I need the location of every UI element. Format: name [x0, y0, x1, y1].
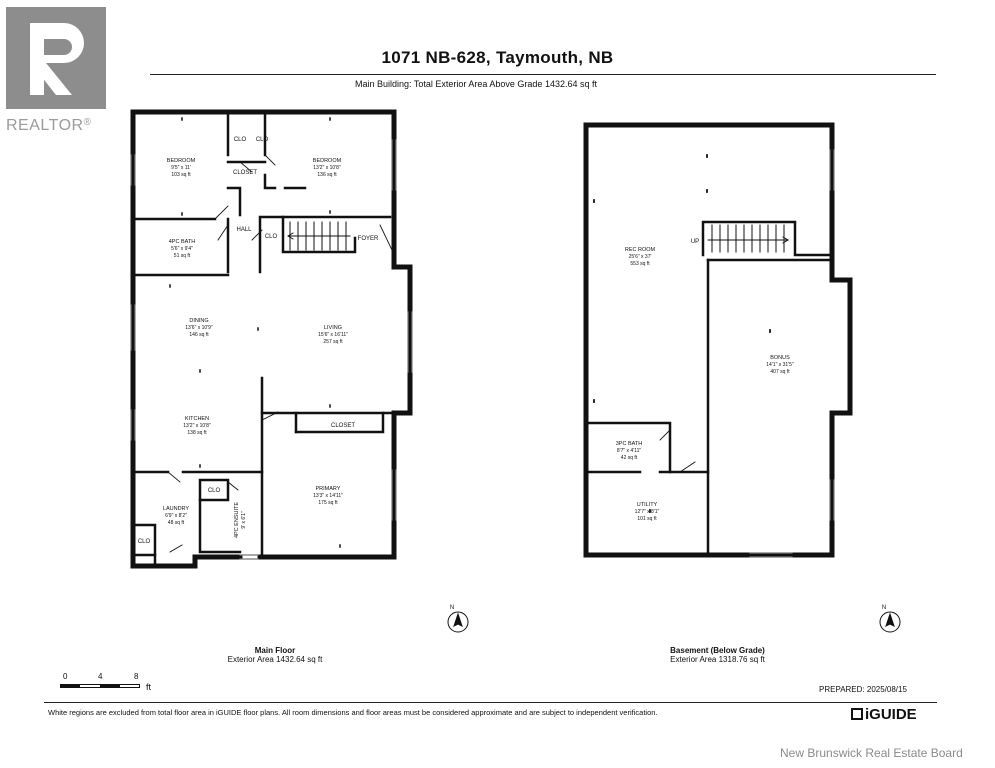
- room-ensuite-name: 4PC ENSUITE: [234, 502, 240, 538]
- header-divider: [150, 74, 936, 75]
- room-ensuite-dims: 9' x 6'1": [241, 511, 247, 529]
- main-floor-caption-title: Main Floor: [254, 646, 296, 655]
- room-living-dims: 15'6" x 16'11": [318, 332, 348, 338]
- room-laundry-name: LAUNDRY: [163, 506, 190, 512]
- room-bedroom2-area: 136 sq ft: [317, 172, 337, 178]
- label-clo-5: CLO: [138, 539, 151, 545]
- room-rec-dims: 25'6" x 37': [629, 254, 652, 260]
- main-floor-caption: Main Floor Exterior Area 1432.64 sq ft: [225, 646, 325, 664]
- room-primary-area: 175 sq ft: [318, 500, 338, 506]
- realtor-logo-mark: [6, 7, 106, 109]
- room-kitchen-name: KITCHEN: [185, 416, 209, 422]
- main-stairs: [287, 221, 351, 251]
- scale-tick-4: 4: [98, 672, 103, 681]
- basement-doors: [659, 429, 696, 473]
- basement-interior-walls: [584, 220, 834, 557]
- label-hall: HALL: [236, 227, 252, 233]
- room-bedroom2-name: BEDROOM: [313, 158, 342, 164]
- room-primary-name: PRIMARY: [316, 486, 341, 492]
- room-bonus-dims: 14'1" x 31'5": [766, 362, 794, 368]
- label-foyer: FOYER: [358, 236, 379, 242]
- room-bedroom1-area: 103 sq ft: [171, 172, 191, 178]
- room-laundry-dims: 6'9" x 8'2": [165, 513, 187, 519]
- compass-main-label: N: [450, 605, 454, 611]
- label-closet-hall: CLOSET: [233, 170, 257, 176]
- main-floor-exterior-walls: [130, 109, 413, 569]
- prepared-date: PREPARED: 2025/08/15: [819, 685, 907, 694]
- scale-unit: ft: [146, 682, 152, 692]
- basement-markers: [593, 154, 771, 513]
- room-kitchen-area: 138 sq ft: [187, 430, 207, 436]
- room-rec-name: REC ROOM: [625, 247, 656, 253]
- main-floor-interior-walls: [131, 110, 395, 568]
- footer-divider: [44, 702, 937, 703]
- room-bonus-area: 407 sq ft: [770, 369, 790, 375]
- room-primary-dims: 13'3" x 14'11": [313, 493, 343, 499]
- basement-caption: Basement (Below Grade) Exterior Area 131…: [655, 646, 780, 664]
- watermark: New Brunswick Real Estate Board: [780, 746, 963, 760]
- room-living-name: LIVING: [324, 325, 342, 331]
- room-dining-area: 146 sq ft: [189, 332, 209, 338]
- scale-bar: 0 4 8 ft: [60, 672, 170, 696]
- realtor-logo: REALTOR®: [6, 7, 118, 134]
- room-bonus-name: BONUS: [770, 355, 790, 361]
- basement-plan: [583, 122, 853, 558]
- room-bath3pc-dims: 8'7" x 4'11": [617, 448, 641, 454]
- scale-bar-frame: [60, 684, 140, 688]
- room-laundry-area: 48 sq ft: [168, 520, 185, 526]
- compass-basement: [879, 611, 901, 633]
- room-bath3pc-name: 3PC BATH: [616, 441, 643, 447]
- room-bedroom1-dims: 9'5" x 11': [171, 165, 191, 171]
- room-utility-dims: 12'7" x 8'1": [635, 509, 660, 515]
- room-utility-name: UTILITY: [637, 502, 658, 508]
- room-bedroom2-dims: 13'2" x 10'8": [313, 165, 341, 171]
- label-clo-1: CLO: [234, 137, 247, 143]
- scale-tick-0: 0: [63, 672, 68, 681]
- scale-tick-8: 8: [134, 672, 139, 681]
- basement-exterior-walls: [583, 122, 853, 558]
- label-up: UP: [691, 239, 699, 245]
- room-kitchen-dims: 13'2" x 10'8": [183, 423, 211, 429]
- page-title: 1071 NB-628, Taymouth, NB: [381, 48, 614, 67]
- room-bath3pc-area: 42 sq ft: [621, 455, 638, 461]
- room-bath4pc-dims: 5'6" x 9'4": [171, 246, 193, 252]
- basement-stairs: [707, 224, 789, 253]
- compass-main: [447, 611, 469, 633]
- label-clo-2: CLO: [256, 137, 269, 143]
- compass-basement-label: N: [882, 605, 886, 611]
- label-closet-primary: CLOSET: [331, 423, 355, 429]
- disclaimer-text: White regions are excluded from total fl…: [48, 708, 658, 717]
- room-rec-area: 553 sq ft: [630, 261, 650, 267]
- room-bedroom1-name: BEDROOM: [167, 158, 196, 164]
- room-bath4pc-area: 51 sq ft: [174, 253, 191, 259]
- realtor-wordmark: REALTOR®: [6, 117, 92, 134]
- main-floor-caption-area: Exterior Area 1432.64 sq ft: [227, 655, 323, 664]
- room-bath4pc-name: 4PC BATH: [169, 239, 196, 245]
- label-clo-4: CLO: [208, 488, 221, 494]
- main-floor-doors: [167, 154, 393, 553]
- iguide-logo: iGUIDE: [851, 706, 917, 723]
- room-living-area: 257 sq ft: [323, 339, 343, 345]
- basement-caption-title: Basement (Below Grade): [670, 646, 765, 655]
- basement-windows: [749, 149, 835, 558]
- main-floor-windows: [130, 139, 413, 560]
- main-floor-plan: [130, 109, 413, 569]
- room-utility-area: 101 sq ft: [637, 516, 657, 522]
- iguide-glyph-icon: [851, 708, 863, 720]
- room-dining-dims: 13'6" x 10'9": [185, 325, 213, 331]
- room-dining-name: DINING: [189, 318, 208, 324]
- page-subtitle: Main Building: Total Exterior Area Above…: [355, 79, 597, 89]
- realtor-r-icon: [30, 23, 84, 95]
- basement-caption-area: Exterior Area 1318.76 sq ft: [670, 655, 765, 664]
- main-floor-markers: [169, 117, 341, 548]
- label-clo-3: CLO: [265, 234, 278, 240]
